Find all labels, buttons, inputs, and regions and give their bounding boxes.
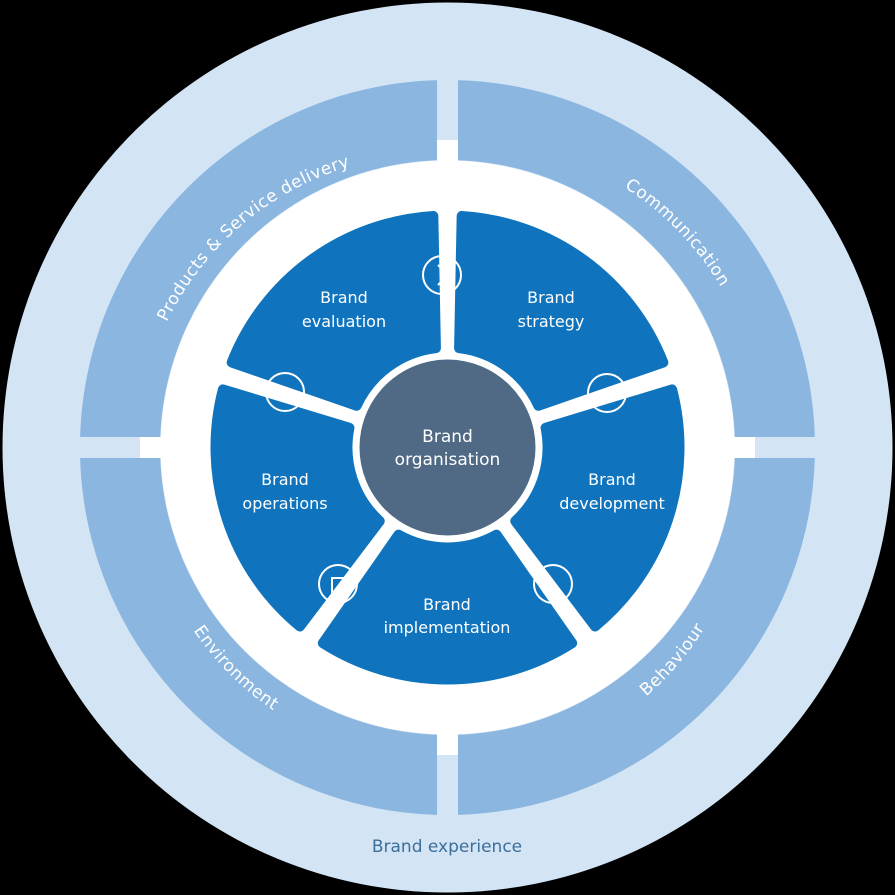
segment-label-strategy-2: strategy [518,312,585,331]
segment-labels: Brand evaluation Brand strategy Brand de… [242,288,664,637]
center-label-line2: organisation [395,450,501,470]
chevron-up-left-icon [318,564,358,604]
outer-label-brand-experience: Brand experience [372,837,522,857]
segment-label-strategy-1: Brand [527,288,575,307]
segment-label-development-2: development [559,494,665,513]
segment-label-implementation-1: Brand [423,595,471,614]
segment-label-development-1: Brand [588,470,636,489]
segment-label-evaluation-2: evaluation [302,312,386,331]
arrow-icons [265,255,627,604]
segment-label-operations-1: Brand [261,470,309,489]
center-label-line1: Brand [422,427,473,447]
check-icon [587,373,627,413]
center-disc [359,359,536,536]
segment-label-evaluation-1: Brand [320,288,368,307]
segment-label-operations-2: operations [242,494,327,513]
segment-strategy [510,384,685,632]
segment-implementation [210,384,385,632]
chevron-up-icon [265,372,305,412]
segment-development [317,529,578,685]
chevron-right-icon [422,255,462,295]
segment-operations [226,210,441,411]
segment-label-implementation-2: implementation [384,618,511,637]
segments-layer [210,210,685,685]
segment-evaluation [454,210,669,411]
chevron-down-left-icon [533,564,573,604]
